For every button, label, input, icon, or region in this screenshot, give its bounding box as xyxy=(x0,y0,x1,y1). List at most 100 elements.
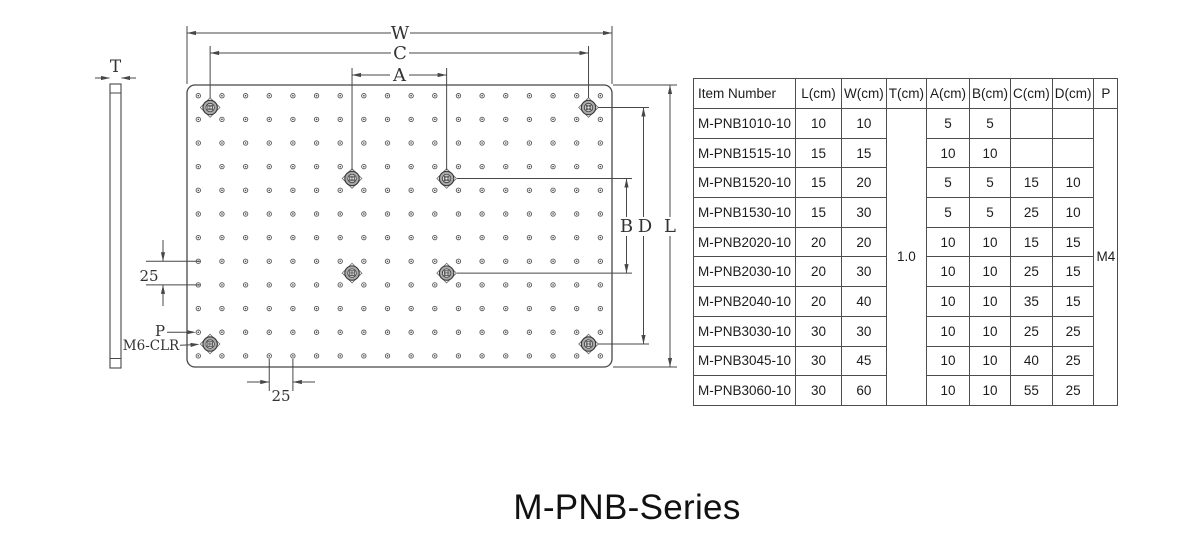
small-hole xyxy=(219,116,225,123)
small-hole xyxy=(455,329,462,335)
small-hole xyxy=(290,140,296,146)
small-hole xyxy=(219,258,225,264)
w-cell: 20 xyxy=(841,167,887,199)
small-hole xyxy=(242,305,249,312)
dim-arrow xyxy=(160,284,166,294)
small-hole-dot xyxy=(268,260,271,263)
small-hole xyxy=(266,305,272,312)
small-hole xyxy=(455,282,462,288)
small-hole-dot xyxy=(386,189,389,192)
small-hole xyxy=(361,305,367,312)
small-hole-dot xyxy=(268,165,271,168)
small-hole xyxy=(219,187,225,193)
t-merged-cell: 1.0 xyxy=(885,108,927,406)
dim-arrow xyxy=(292,379,302,385)
small-hole xyxy=(455,234,462,241)
a-cell: 5 xyxy=(925,197,970,228)
small-hole-dot xyxy=(244,213,247,215)
small-hole-dot xyxy=(599,94,602,97)
l-cell: 30 xyxy=(795,375,842,406)
small-hole-dot xyxy=(315,307,318,310)
small-hole xyxy=(384,329,391,335)
small-hole-dot xyxy=(339,307,342,310)
c-cell: 25 xyxy=(1009,315,1053,347)
c-cell xyxy=(1009,108,1053,139)
a-cell: 10 xyxy=(925,226,970,258)
small-hole xyxy=(195,93,201,99)
small-hole-dot xyxy=(457,118,460,121)
small-hole-dot xyxy=(504,307,507,310)
small-hole-dot xyxy=(221,142,223,144)
small-hole-dot xyxy=(197,307,200,310)
small-hole-dot xyxy=(197,142,200,144)
small-hole-dot xyxy=(575,236,578,239)
small-hole-dot xyxy=(434,213,436,215)
small-hole xyxy=(432,234,438,241)
small-hole xyxy=(337,163,343,170)
small-hole-dot xyxy=(457,331,460,334)
w-cell: 60 xyxy=(841,375,887,406)
small-hole xyxy=(266,258,272,264)
small-hole xyxy=(597,282,603,288)
w-cell: 30 xyxy=(841,256,887,288)
w-cell: 10 xyxy=(841,108,887,139)
small-hole-dot xyxy=(575,213,578,215)
item-number-cell: M-PNB1530-10 xyxy=(693,197,796,228)
small-hole xyxy=(384,282,391,288)
small-hole-dot xyxy=(221,213,223,215)
small-hole xyxy=(266,116,272,123)
small-hole xyxy=(313,187,320,193)
small-hole-dot xyxy=(481,355,483,357)
small-hole-dot xyxy=(197,355,200,357)
small-hole-dot xyxy=(434,307,436,310)
hole-grid xyxy=(195,93,603,359)
small-hole-dot xyxy=(434,189,436,192)
small-hole-dot xyxy=(268,142,271,144)
small-hole xyxy=(432,187,438,193)
dim-arrow xyxy=(101,75,110,81)
pitch-label-vertical: 25 xyxy=(139,267,158,285)
small-hole xyxy=(503,353,509,359)
d-cell: 10 xyxy=(1051,167,1095,199)
small-hole xyxy=(479,282,485,288)
small-hole-dot xyxy=(386,142,389,144)
small-hole xyxy=(313,282,320,288)
small-hole xyxy=(219,329,225,335)
small-hole xyxy=(479,258,485,264)
small-hole-dot xyxy=(528,165,531,168)
small-hole xyxy=(526,187,533,193)
dim-arrow xyxy=(603,30,612,36)
small-hole xyxy=(526,258,533,264)
small-hole xyxy=(408,353,414,359)
small-hole xyxy=(503,116,509,123)
item-number-cell: M-PNB1010-10 xyxy=(693,108,796,139)
small-hole xyxy=(455,93,462,99)
small-hole-dot xyxy=(363,307,365,310)
small-hole-dot xyxy=(528,118,531,121)
small-hole-dot xyxy=(575,355,578,357)
small-hole-dot xyxy=(528,94,531,97)
small-hole-dot xyxy=(457,94,460,97)
small-hole xyxy=(597,211,603,217)
dim-arrow xyxy=(437,72,447,78)
small-hole xyxy=(361,93,367,99)
callout-p: P xyxy=(155,322,196,340)
small-hole-dot xyxy=(504,94,507,97)
small-hole-dot xyxy=(504,331,507,334)
small-hole xyxy=(550,282,556,288)
small-hole xyxy=(574,329,580,335)
small-hole xyxy=(242,211,249,217)
small-hole xyxy=(266,211,272,217)
small-hole-dot xyxy=(268,94,271,97)
small-hole xyxy=(597,329,603,335)
small-hole xyxy=(266,163,272,170)
small-hole-dot xyxy=(481,260,483,263)
small-hole xyxy=(408,116,414,123)
small-hole xyxy=(337,140,343,146)
small-hole-dot xyxy=(410,355,412,357)
small-hole-dot xyxy=(197,236,200,239)
small-hole-dot xyxy=(457,142,460,144)
small-hole-dot xyxy=(575,118,578,121)
